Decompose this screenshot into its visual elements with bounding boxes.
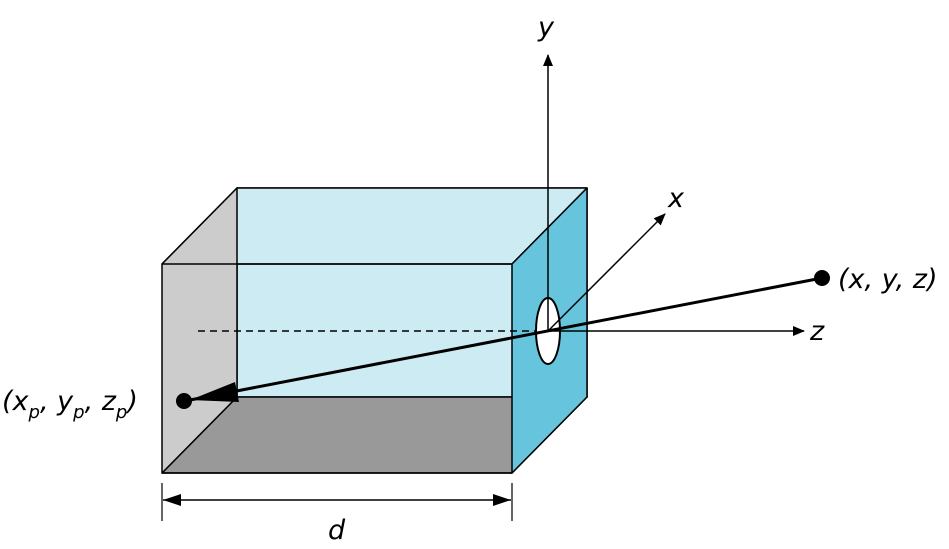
camera-box [161, 187, 588, 474]
x-axis-label: x [667, 183, 685, 214]
y-axis-label: y [537, 12, 555, 43]
z-axis-label: z [809, 316, 825, 347]
projection-arrowhead [190, 382, 239, 402]
projected-point-label: (xp, yp, zp) [2, 386, 138, 423]
projection-ray [189, 276, 823, 402]
object-point-label: (x, y, z) [838, 264, 938, 295]
distance-arrow-left [163, 494, 181, 506]
distance-label: d [328, 515, 346, 546]
object-point-dot [814, 270, 830, 286]
projected-point-dot [176, 393, 192, 409]
distance-arrow-right [493, 494, 511, 506]
x-axis-line [547, 213, 666, 332]
